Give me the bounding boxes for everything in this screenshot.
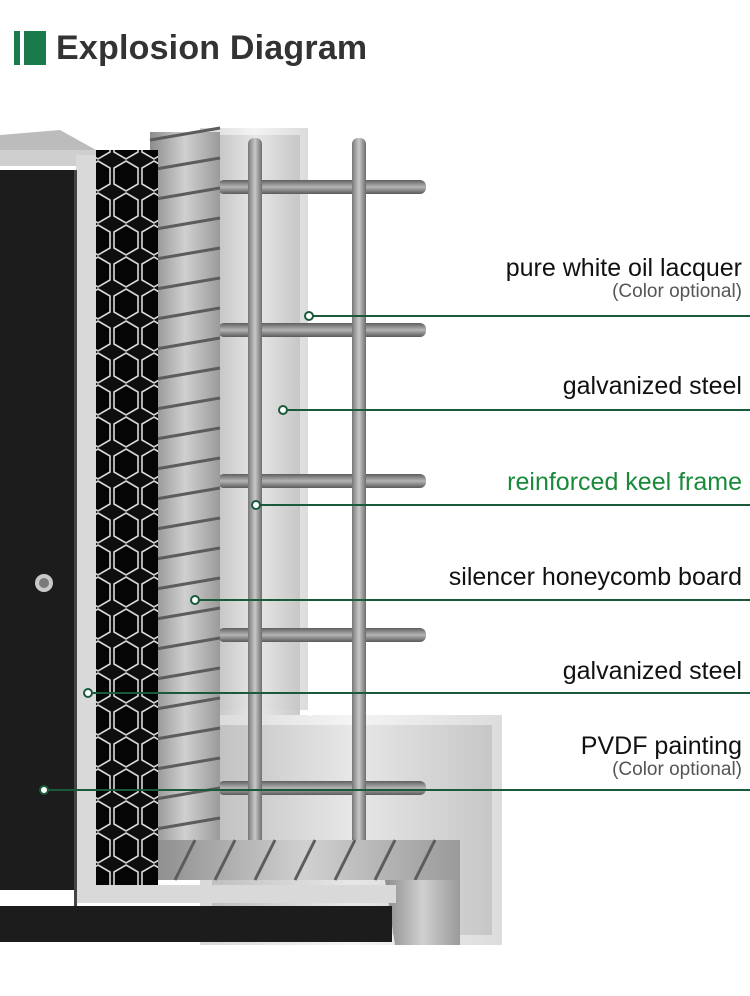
header: Explosion Diagram <box>14 28 367 68</box>
keel-frame <box>218 138 426 848</box>
label-layer-5: galvanized steel <box>562 657 742 685</box>
page-title: Explosion Diagram <box>56 28 368 67</box>
title-accent-icon <box>14 31 46 65</box>
leader-dots <box>39 311 314 795</box>
pvdf-panel <box>0 170 392 942</box>
label-layer-3: reinforced keel frame <box>507 468 742 496</box>
label-layer-6: PVDF painting (Color optional) <box>580 732 742 780</box>
label-layer-1: pure white oil lacquer (Color optional) <box>505 254 742 302</box>
leader-lines <box>44 315 750 791</box>
outer-steel-frame <box>0 130 396 903</box>
label-layer-2: galvanized steel <box>562 372 742 400</box>
label-layer-4: silencer honeycomb board <box>448 563 742 591</box>
honeycomb-core <box>96 150 158 885</box>
corrugated-strip <box>149 126 460 945</box>
